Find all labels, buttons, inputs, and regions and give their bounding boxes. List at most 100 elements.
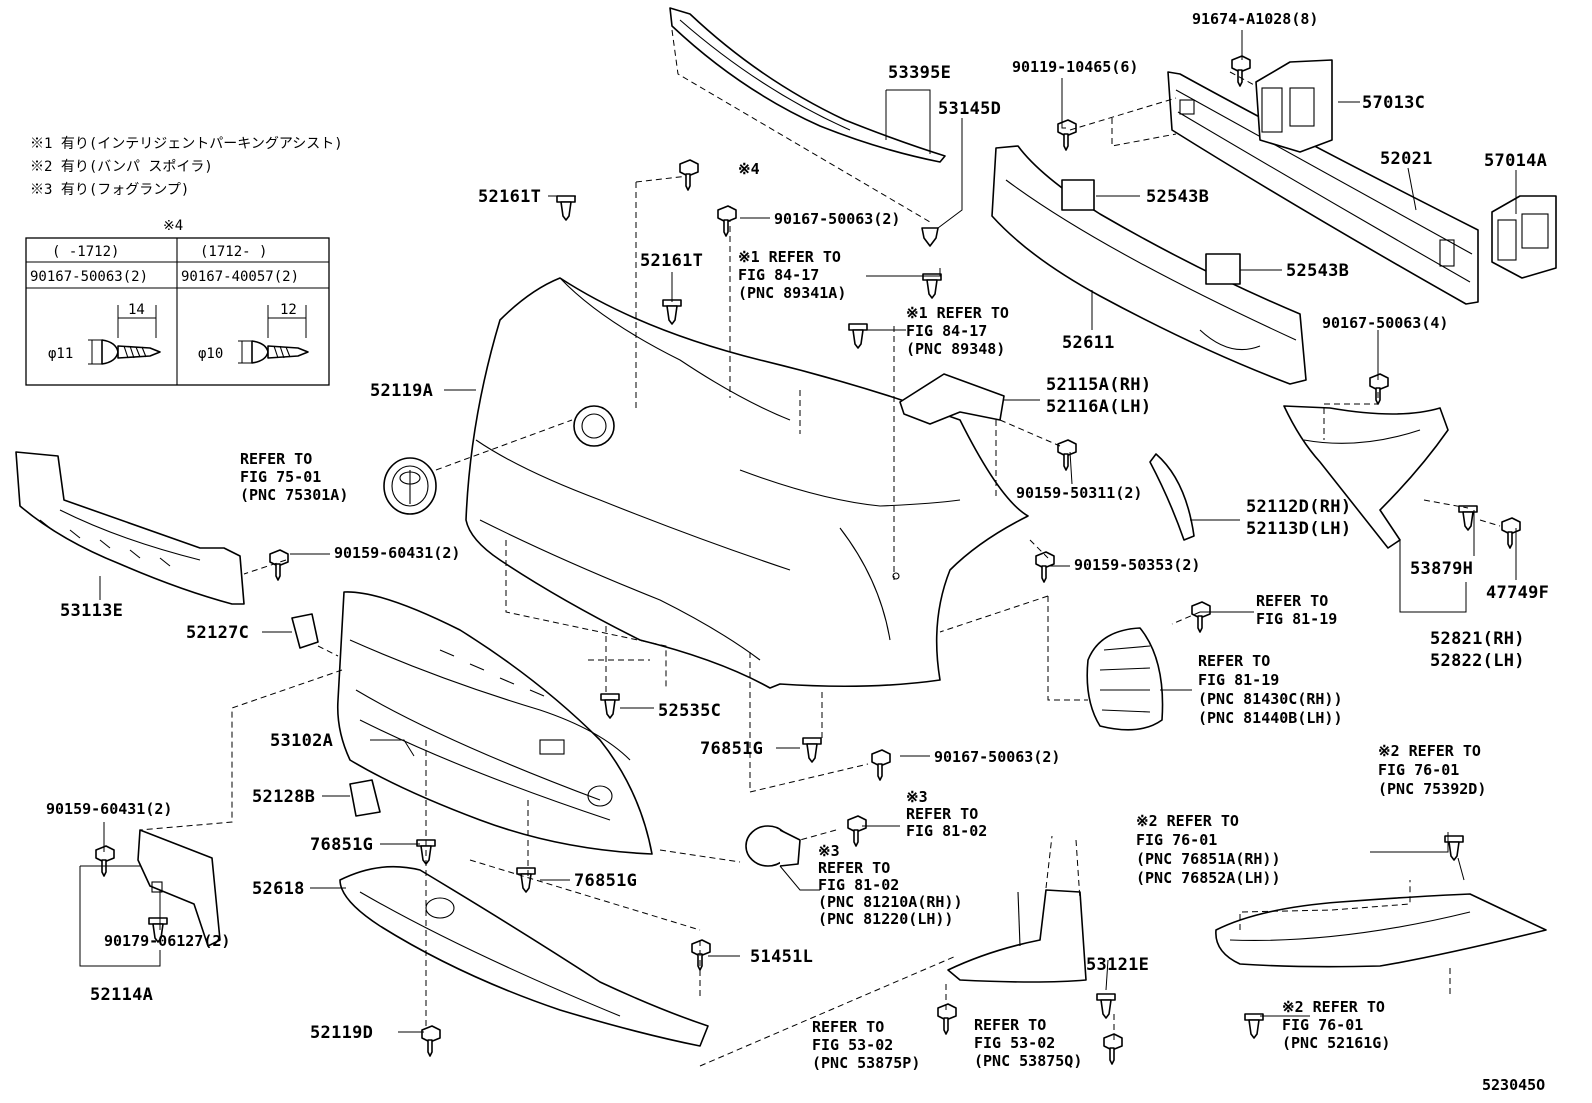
reference-line: REFER TO (1198, 652, 1270, 670)
label-90159-60431-b: 90159-60431(2) (46, 800, 172, 818)
spec-table-title: ※4 (163, 218, 183, 234)
clip-icon (662, 299, 682, 325)
reference-line: ※2 REFER TO (1378, 742, 1481, 760)
reference-line: FIG 76-01 (1136, 831, 1217, 849)
bolt-icon (937, 1003, 957, 1035)
fog-lamp (745, 825, 801, 867)
reference-line: (PNC 89348) (906, 340, 1005, 358)
fastener-spec-table: ※4 ( -1712) (1712- ) 90167-50063(2) 9016… (25, 218, 330, 386)
label-51451L: 51451L (750, 947, 813, 967)
bolt-icon (95, 845, 115, 877)
screw-icon: 14 φ11 (48, 302, 161, 365)
clip-icon (1444, 835, 1464, 861)
reference-line: FIG 76-01 (1282, 1016, 1363, 1034)
pad-block (1061, 179, 1095, 211)
license-plate-bracket (137, 829, 221, 947)
note-1: ※1 有り(インテリジェントパーキングアシスト) (30, 136, 343, 152)
bolt-icon (717, 205, 737, 237)
bolt-icon (1057, 439, 1077, 471)
reference-line: (PNC 52161G) (1282, 1034, 1390, 1052)
reference-line: REFER TO (974, 1016, 1046, 1034)
reference-line: ※3 (818, 842, 840, 860)
pad-block (1205, 253, 1241, 285)
label-76851G-1: 76851G (700, 739, 763, 759)
label-52114A: 52114A (90, 985, 153, 1005)
label-52021: 52021 (1380, 149, 1433, 169)
label-52161T-1: 52161T (478, 187, 541, 207)
reference-line: (PNC 75301A) (240, 486, 348, 504)
reference-line: (PNC 53875Q) (974, 1052, 1082, 1070)
bolt-icon (847, 815, 867, 847)
label-52535C: 52535C (658, 701, 721, 721)
leader-lines (79, 30, 1517, 1033)
reference-line: FIG 81-19 (1256, 610, 1337, 628)
bumper-side-retainer (899, 373, 1005, 425)
label-52618: 52618 (252, 879, 305, 899)
toyota-emblem-icon (383, 457, 437, 515)
label-52821: 52821(RH) (1430, 629, 1525, 649)
label-52611: 52611 (1062, 333, 1115, 353)
label-76851G-3: 76851G (574, 871, 637, 891)
reference-line: ※1 REFER TO (906, 304, 1009, 322)
label-52822: 52822(LH) (1430, 651, 1525, 671)
label-47749F: 47749F (1486, 583, 1549, 603)
label-53102A: 53102A (270, 731, 333, 751)
reference-line: REFER TO (906, 805, 978, 823)
tow-hook-cover-lower (349, 779, 381, 817)
label-90159-60431-a: 90159-60431(2) (334, 544, 460, 562)
reference-line: FIG 53-02 (812, 1036, 893, 1054)
reference-line: (PNC 81440B(LH)) (1198, 709, 1343, 727)
clip-icon (921, 227, 939, 247)
front-bumper-cover (465, 277, 1029, 689)
clip-icon (848, 323, 868, 349)
reference-line: FIG 81-19 (1198, 671, 1279, 689)
bolt-icon (871, 749, 891, 781)
spec-part-2: 90167-40057(2) (181, 269, 299, 285)
reference-line: FIG 76-01 (1378, 761, 1459, 779)
front-bumper-spoiler (1215, 893, 1547, 968)
spec-dia-2: φ10 (198, 346, 223, 362)
label-53395E: 53395E (888, 63, 951, 83)
label-52161T-2: 52161T (640, 251, 703, 271)
label-90167-50063-2b: 90167-50063(2) (934, 748, 1060, 766)
bolt-icon (1057, 119, 1077, 151)
label-90167-50063-2a: 90167-50063(2) (774, 210, 900, 228)
bolt-icon (1231, 55, 1251, 87)
bolt-icon (269, 549, 289, 581)
bolt-icon (1501, 517, 1521, 549)
bolt-icon (421, 1025, 441, 1057)
reference-line: ※3 (906, 788, 928, 806)
reference-line: ※2 REFER TO (1282, 998, 1385, 1016)
label-90119-10465: 90119-10465(6) (1012, 58, 1138, 76)
side-bumper-molding (1149, 453, 1195, 541)
bolt-icon (1103, 1033, 1123, 1065)
label-52112D: 52112D(RH) (1246, 497, 1351, 517)
reference-line: (PNC 76851A(RH)) (1136, 850, 1281, 868)
reinforcement-bracket-upper (1255, 59, 1333, 153)
clip-icon (600, 693, 620, 719)
spec-range-1: ( -1712) (52, 244, 119, 260)
diagram-id: 523045O (1482, 1076, 1545, 1094)
reinforcement-bracket-side (1491, 195, 1557, 279)
label-52128B: 52128B (252, 787, 315, 807)
label-91674-A1028: 91674-A1028(8) (1192, 10, 1318, 28)
engine-under-cover (339, 865, 709, 1047)
clip-icon (516, 867, 536, 893)
bolt-icon (1369, 373, 1389, 405)
clip-icon (1096, 993, 1116, 1019)
notes-block: ※1 有り(インテリジェントパーキングアシスト) ※2 有り(バンパ スポイラ)… (30, 136, 343, 198)
clip-icon (922, 273, 942, 299)
label-90167-50063-4: 90167-50063(4) (1322, 314, 1448, 332)
